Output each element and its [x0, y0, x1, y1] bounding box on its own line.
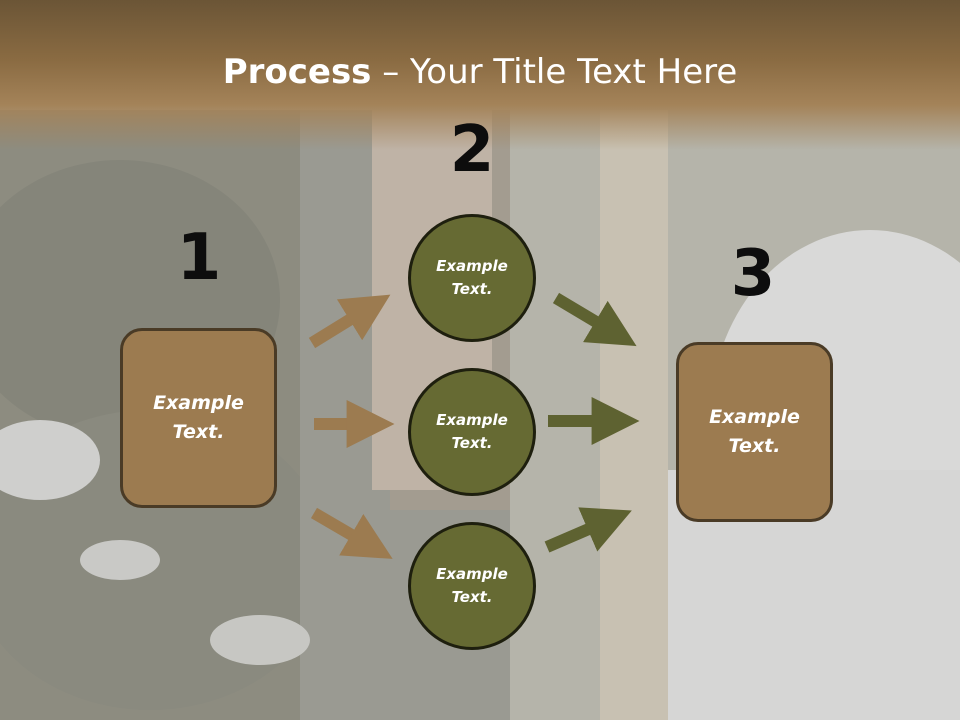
step-2-label-bottom: Example Text. [436, 565, 508, 606]
step-3-box: Example Text. [676, 342, 833, 522]
arrow-2c-to-3 [544, 507, 632, 553]
step-1-label: Example Text. [153, 392, 244, 443]
step-2-number: 2 [449, 113, 495, 187]
step-1-number: 1 [176, 221, 222, 295]
step-1-box: Example Text. [120, 328, 277, 508]
arrow-2a-to-3 [552, 292, 637, 347]
step-2-circle-bottom: Example Text. [408, 522, 536, 650]
title-bar [0, 0, 960, 150]
title-rest: – Your Title Text Here [371, 52, 738, 92]
arrow-1-to-2c [310, 507, 393, 559]
step-3-label: Example Text. [709, 406, 800, 457]
step-2-label-middle: Example Text. [436, 411, 508, 452]
arrow-1-to-2a [308, 294, 391, 349]
title-bold: Process [222, 52, 372, 92]
step-3-number: 3 [730, 237, 776, 311]
step-2-circle-middle: Example Text. [408, 368, 536, 496]
slide-title: Process – Your Title Text Here [0, 52, 960, 92]
step-2-circle-top: Example Text. [408, 214, 536, 342]
step-2-label-top: Example Text. [436, 257, 508, 298]
